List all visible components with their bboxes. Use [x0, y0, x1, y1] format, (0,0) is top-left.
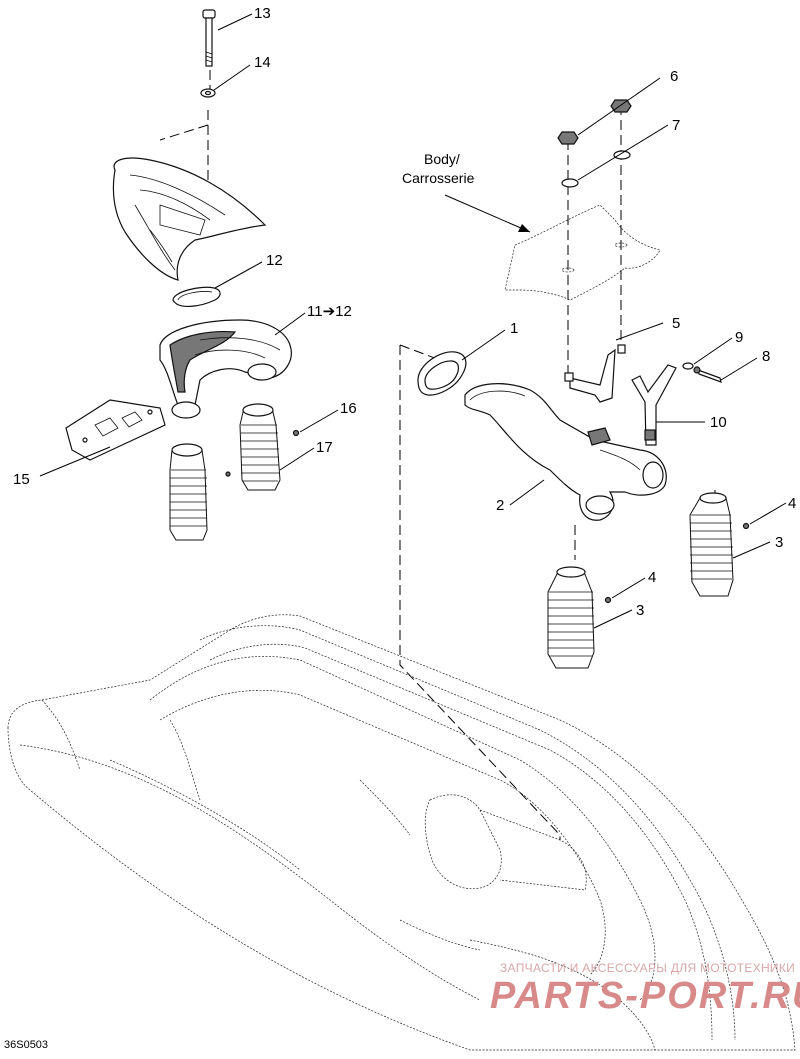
- callout-14: 14: [254, 54, 271, 71]
- gasket-12: [172, 286, 221, 307]
- nut-6: [557, 99, 632, 145]
- body-section: [504, 204, 661, 301]
- callout-1: 1: [510, 320, 518, 337]
- body-pointer: [444, 194, 531, 233]
- callout-2: 2: [496, 497, 504, 514]
- callout-8: 8: [762, 348, 770, 365]
- top-cover: [112, 157, 267, 281]
- callout-10: 10: [710, 414, 727, 431]
- callout-17: 17: [316, 439, 333, 456]
- clamp-screw-4: [604, 522, 750, 604]
- screw-8: [693, 366, 722, 383]
- callout-5: 5: [672, 315, 680, 332]
- callout-7: 7: [672, 117, 680, 134]
- support-10: [631, 364, 677, 446]
- watercraft-hull: [7, 614, 796, 1051]
- body-label-line1: Body/: [424, 151, 460, 167]
- bolt-13: [202, 9, 216, 67]
- callout-6: 6: [670, 68, 678, 85]
- washer-9: [682, 362, 694, 370]
- callout-15: 15: [13, 471, 30, 488]
- watermark-logo: PARTS-PORT.RU: [490, 975, 800, 1017]
- bellows-17: [239, 403, 281, 491]
- callout-3: 3: [775, 534, 783, 551]
- housing-11: [159, 319, 292, 419]
- washer-14: [200, 88, 216, 98]
- gasket-1: [417, 351, 467, 396]
- body-label: Body/ Carrosserie: [402, 151, 475, 186]
- washer-7: [561, 150, 631, 188]
- bracket-5: [564, 344, 626, 403]
- callout-3: 3: [636, 602, 644, 619]
- watermark-subtitle: ЗАПЧАСТИ И АКСЕССУАРЫ ДЛЯ МОТОТЕХНИКИ: [500, 961, 795, 975]
- callout-16: 16: [340, 400, 357, 417]
- bellows-right-bottom: [547, 566, 595, 669]
- body-label-line2: Carrosserie: [402, 170, 475, 186]
- callout-labels: 13 14 12 11➔12 15 16 17 6 7 1 5 9 8 10 2…: [13, 5, 796, 619]
- bellows-left-small: [169, 443, 208, 541]
- watermark: ЗАПЧАСТИ И АКСЕССУАРЫ ДЛЯ МОТОТЕХНИКИ PA…: [490, 961, 800, 1017]
- callout-12: 12: [266, 252, 283, 269]
- plate-15: [65, 399, 166, 461]
- callout-4: 4: [788, 495, 796, 512]
- callout-4: 4: [648, 569, 656, 586]
- callout-11: 11➔12: [307, 303, 352, 320]
- leader-lines: [39, 13, 787, 629]
- callout-9: 9: [735, 329, 743, 346]
- callout-13: 13: [254, 5, 271, 22]
- drawing-code: 36S0503: [4, 1039, 48, 1051]
- clamp-screw-16: [225, 429, 300, 477]
- pipe-2: [464, 383, 667, 521]
- bellows-right-top: [689, 492, 734, 597]
